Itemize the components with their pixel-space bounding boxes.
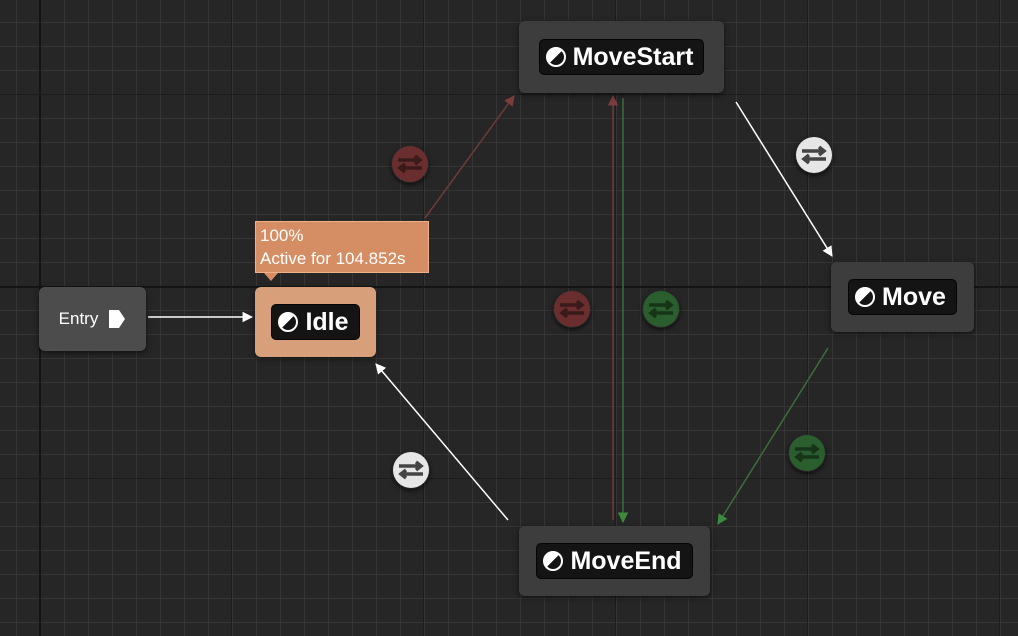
transition-rule-icon-movestart-to-move[interactable] (795, 136, 833, 174)
state-label: Move (882, 282, 946, 311)
arrow-pin-icon (109, 310, 126, 328)
grid-line (615, 0, 616, 636)
wire-idle-to-movestart (424, 95, 515, 219)
state-title: Idle (271, 304, 360, 340)
state-icon (855, 287, 876, 307)
wire-moveend-to-idle (375, 363, 509, 521)
wire-move-to-moveend (717, 347, 829, 525)
state-icon (278, 312, 299, 332)
entry-label: Entry (58, 309, 99, 328)
state-node-moveend[interactable]: MoveEnd (519, 526, 710, 596)
state-node-move[interactable]: Move (831, 262, 974, 332)
grid-line (0, 478, 1018, 479)
state-title: Move (848, 279, 957, 315)
grid-major-line (0, 286, 1018, 288)
state-icon (543, 551, 564, 571)
state-node-movestart[interactable]: MoveStart (519, 21, 724, 93)
state-node-idle[interactable]: Idle (255, 287, 376, 357)
transition-rule-icon-idle-to-movestart[interactable] (391, 145, 429, 183)
entry-node[interactable]: Entry (39, 287, 146, 351)
grid-line (999, 0, 1000, 636)
tooltip-pointer (264, 273, 278, 281)
state-title: MoveStart (538, 39, 705, 75)
active-state-tooltip: 100% Active for 104.852s (255, 221, 429, 273)
state-icon (545, 47, 566, 67)
grid-line (231, 0, 232, 636)
state-active-duration: Active for 104.852s (260, 249, 406, 268)
grid-line (0, 94, 1018, 95)
state-label: MoveEnd (570, 546, 682, 575)
wire-movestart-to-move (735, 101, 833, 257)
state-title: MoveEnd (536, 543, 693, 579)
transition-rule-icon-movestart-to-moveend[interactable] (642, 290, 680, 328)
transition-rule-icon-moveend-to-idle[interactable] (392, 451, 430, 489)
state-label: MoveStart (572, 42, 694, 71)
grid-line (807, 0, 808, 636)
transition-rule-icon-move-to-moveend[interactable] (788, 434, 826, 472)
grid-line (423, 0, 424, 636)
state-weight: 100% (260, 226, 304, 245)
state-label: Idle (305, 307, 349, 336)
transition-rule-icon-moveend-to-movestart[interactable] (553, 290, 591, 328)
